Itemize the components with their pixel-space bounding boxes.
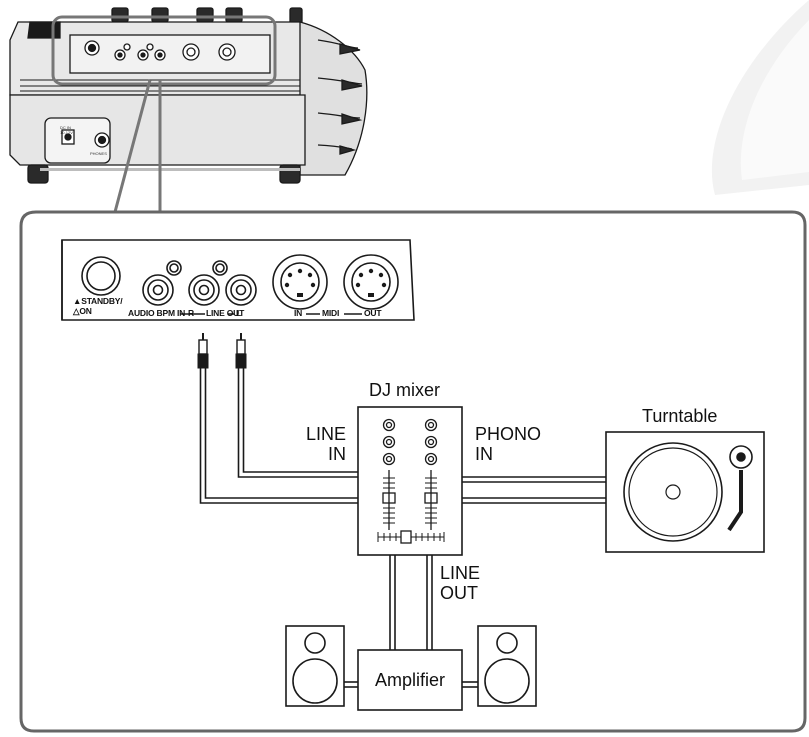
cables (197, 333, 606, 688)
midi-in-label: IN (294, 308, 303, 318)
amplifier (357, 649, 463, 711)
channel-faders (382, 470, 438, 530)
midi-label: MIDI (322, 308, 340, 318)
tonearm (727, 470, 743, 532)
midi-out-label: OUT (364, 308, 382, 318)
turntable-label: Turntable (642, 406, 718, 426)
speaker-left (285, 625, 345, 707)
line-out-l-label: L (236, 308, 241, 318)
callout-box (19, 210, 807, 733)
disc-watermark (711, 0, 809, 195)
audio-bpm-in-label: AUDIO BPM IN (128, 308, 186, 318)
standby-label: ▲STANDBY/ △ON (73, 296, 123, 316)
mixer-knobs (382, 418, 438, 466)
line-out-r-label: R (188, 308, 194, 318)
dj-mixer (357, 406, 463, 556)
line-out-label: LINE OUT (206, 308, 245, 318)
zoom-highlight (51, 15, 277, 86)
dj-mixer-label: DJ mixer (369, 380, 440, 400)
turntable (605, 431, 765, 553)
device-rear-view (9, 7, 368, 184)
speaker-right (477, 625, 537, 707)
callout-pointer (113, 79, 162, 213)
amplifier-label: Amplifier (374, 670, 445, 690)
phones-label: PHONES (90, 151, 107, 156)
crossfader (377, 530, 445, 544)
enlarged-rear-panel (61, 239, 415, 321)
